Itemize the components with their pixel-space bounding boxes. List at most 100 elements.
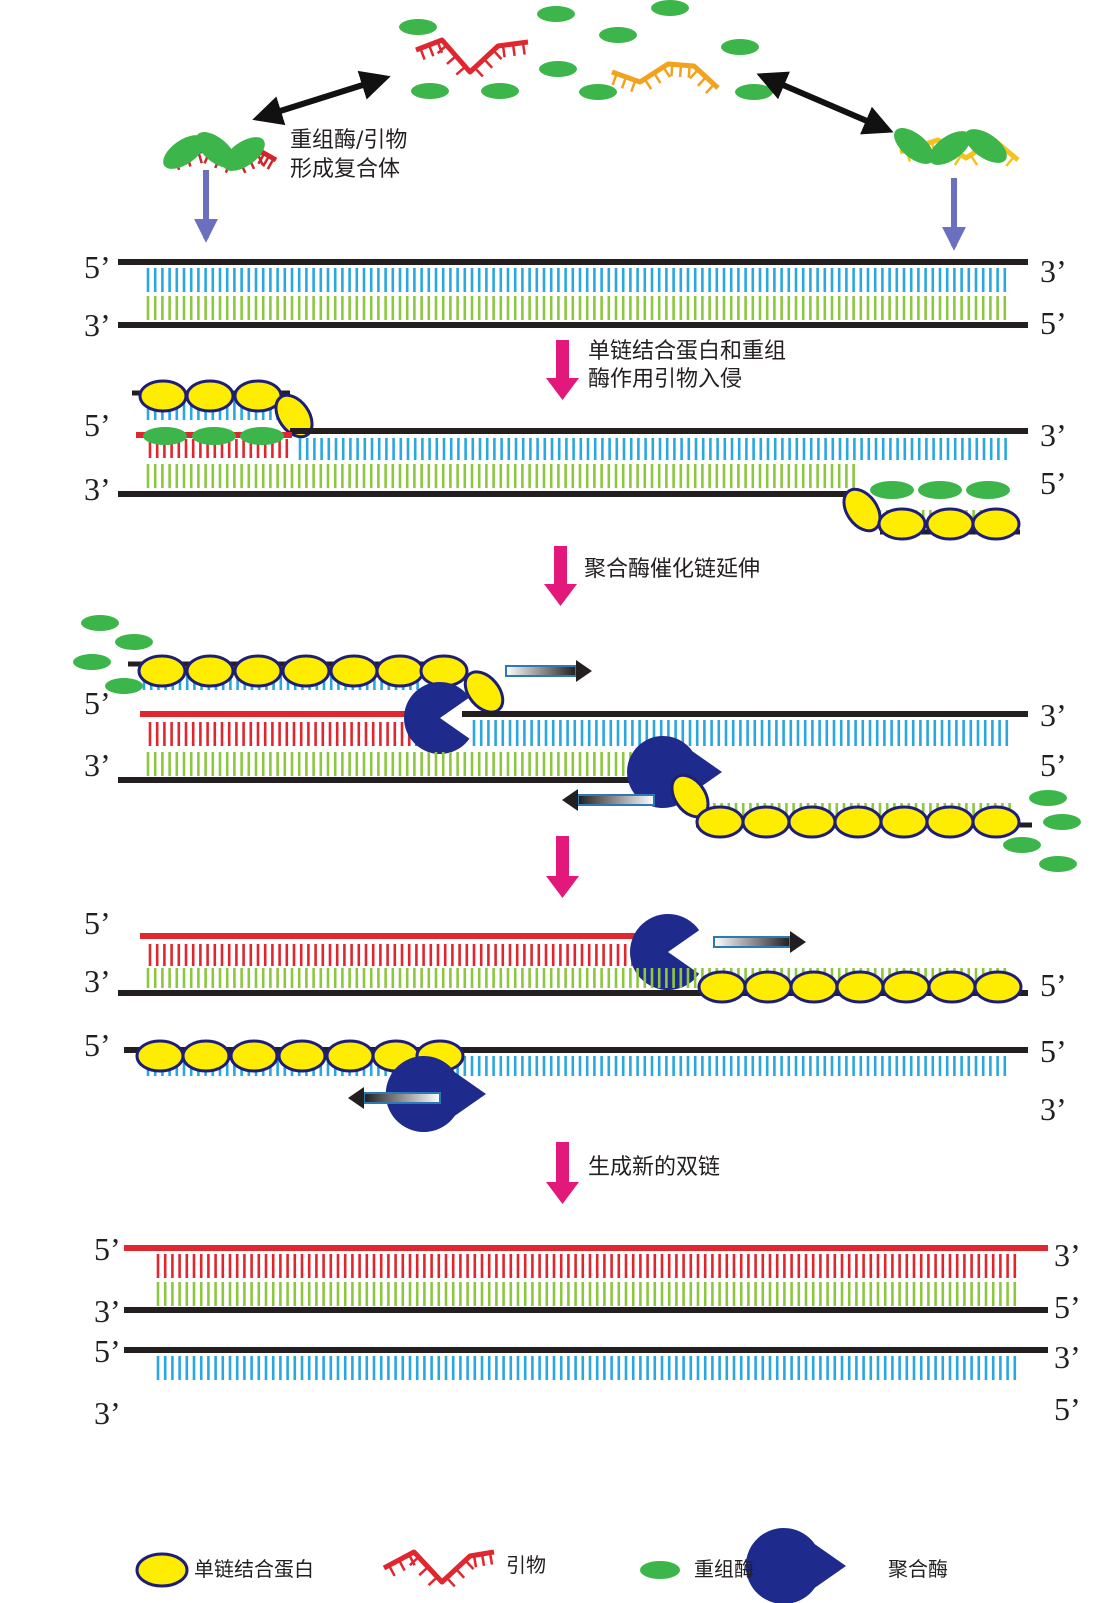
ssb-protein — [185, 379, 235, 413]
arrow-shaft — [713, 936, 791, 948]
primer-tooth — [501, 45, 506, 58]
legend-primer-icon — [382, 1549, 495, 1588]
recombinase — [599, 27, 637, 43]
ssb-protein — [181, 1039, 231, 1073]
primer-tooth — [418, 1566, 429, 1577]
primer-tooth — [662, 66, 671, 78]
ssb-protein — [274, 393, 314, 439]
ssb-row — [137, 654, 469, 688]
legend-ssb-icon — [135, 1552, 189, 1588]
primer-tooth — [257, 152, 266, 165]
invasion-top-rungs — [298, 438, 1007, 460]
ssb-protein — [879, 805, 929, 839]
recombinase — [537, 6, 575, 22]
ssb-protein — [277, 1039, 327, 1073]
product-b-blue-rungs — [156, 1356, 1017, 1380]
direction-arrow-right — [713, 931, 806, 953]
extension-top-right-label: 3’ — [1040, 697, 1067, 733]
step1-note-line2: 酶作用引物入侵 — [588, 367, 742, 392]
primer-tooth — [969, 154, 979, 166]
ssb-protein — [741, 805, 791, 839]
extended-reverse-rungs — [742, 752, 1005, 776]
arrow-head — [348, 1087, 364, 1109]
products-a-top-right-label: 3’ — [1054, 1237, 1081, 1273]
step-arrow-2 — [544, 546, 577, 606]
primer-tooth — [472, 1555, 478, 1568]
invasion-bottom-rungs — [146, 464, 855, 488]
arrow-head — [576, 660, 592, 682]
ssb-protein — [695, 805, 745, 839]
products-a-top-left-label: 5’ — [94, 1231, 121, 1267]
primer-tooth — [511, 43, 516, 57]
polymerase — [627, 736, 722, 808]
primer-tooth — [409, 1556, 420, 1567]
template-duplex — [118, 259, 1028, 328]
primer-tooth — [483, 58, 494, 69]
primer-tooth — [696, 76, 707, 87]
bidirectional-arrow-left — [252, 70, 391, 126]
ssb-protein — [925, 507, 975, 541]
invasion-top-right-label: 3’ — [1040, 417, 1067, 453]
separation-upper-top-left-label: 5’ — [84, 905, 111, 941]
template-bottom-rungs — [146, 296, 1007, 320]
template-top-right-label: 3’ — [1040, 253, 1067, 289]
recombinase — [481, 83, 519, 99]
direction-arrow-left — [562, 789, 655, 811]
free-primer-red — [415, 37, 529, 78]
primer-tooth — [473, 66, 484, 78]
primer-tooth — [261, 155, 271, 168]
recombinase — [73, 654, 111, 670]
recombinase — [918, 481, 962, 499]
recombinase — [223, 137, 265, 171]
separation-lower-top-left-label: 5’ — [84, 1027, 111, 1063]
recombinase — [870, 481, 914, 499]
ssb-protein — [138, 379, 188, 413]
ssb-protein — [971, 507, 1021, 541]
recombinase — [1043, 814, 1081, 830]
legend — [135, 1528, 846, 1603]
legend-recombinase-icon — [640, 1561, 680, 1579]
bidirectional-arrow-right — [756, 71, 894, 135]
recombinase — [81, 615, 119, 631]
separation-upper-bottom-right-label: 5’ — [1040, 967, 1067, 1003]
primer-tooth — [704, 83, 715, 95]
complex-right — [894, 128, 1020, 167]
template-bottom-right-label: 5’ — [1040, 305, 1067, 341]
arrow-shaft — [577, 794, 655, 806]
separation-lower-bottom-right-label: 3’ — [1040, 1091, 1067, 1127]
primer-backbone — [611, 61, 720, 90]
free-primers — [415, 37, 720, 95]
primer-tooth — [397, 1559, 406, 1572]
template-top-left-label: 5’ — [84, 249, 111, 285]
products-b-top-right-label: 3’ — [1054, 1339, 1081, 1375]
primer-tooth — [464, 1559, 475, 1570]
ssb-protein — [787, 805, 837, 839]
products-a-bottom-left-label: 3’ — [94, 1293, 121, 1329]
recombinase — [192, 427, 236, 445]
primer-backbone — [382, 1549, 495, 1585]
recombinase — [539, 61, 577, 77]
recombinase — [735, 84, 773, 100]
ssb-protein — [925, 805, 975, 839]
ssb-protein — [185, 654, 235, 688]
complex-note-line2: 形成复合体 — [290, 157, 400, 182]
legend-recombinase-label: 重组酶 — [694, 1557, 754, 1581]
primer-tooth — [1005, 155, 1015, 167]
recombinase — [651, 0, 689, 16]
recombinase — [965, 129, 1007, 163]
products-b-top-left-label: 5’ — [94, 1333, 121, 1369]
free-primer-yellow — [611, 61, 720, 95]
primer-tooth — [492, 49, 503, 60]
complex-note-line1: 重组酶/引物 — [290, 128, 407, 153]
recombinase — [1003, 837, 1041, 853]
ssb-protein — [743, 970, 793, 1004]
ssb-protein — [281, 654, 331, 688]
arrow-shaft — [505, 665, 577, 677]
ssb-protein — [971, 805, 1021, 839]
step4-note: 生成新的双链 — [588, 1155, 720, 1180]
direction-arrow-left — [348, 1087, 441, 1109]
new-duplex-products — [124, 1245, 1048, 1415]
ssb-row — [877, 507, 1021, 541]
